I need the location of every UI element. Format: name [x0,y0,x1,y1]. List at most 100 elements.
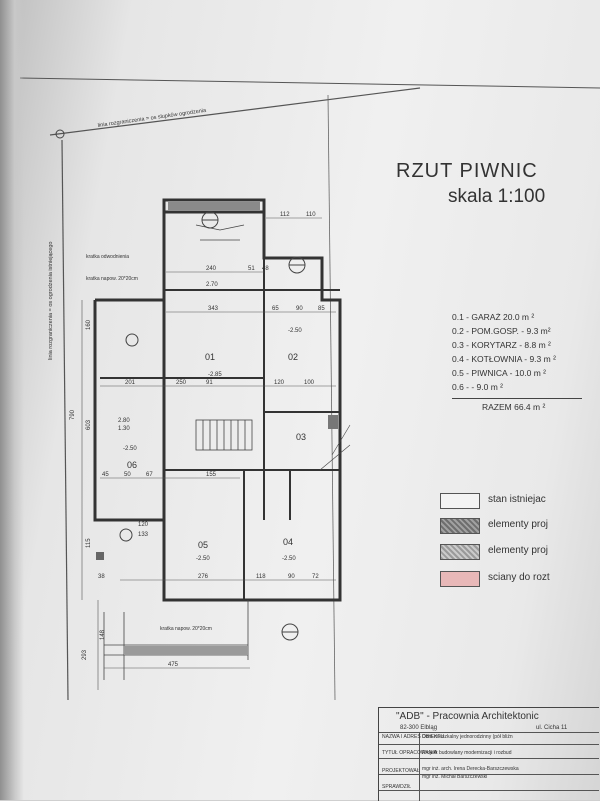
room-06-level: -2.50 [123,446,137,452]
room-05-label: 05 [198,540,208,550]
title-block-row-label: NAZWA I ADRES OBIEKTU [382,734,445,740]
legend-label: stan istniejac [488,494,546,505]
stairs [195,224,253,451]
dim-row5-2: 90 [288,574,295,580]
dim-left-2: 160 [86,319,92,330]
dimension-texts-vertical: 790 603 160 115 148 293 [70,319,106,660]
dim-row5-1: 118 [256,574,266,580]
dim-misc-2: 2.80 [118,418,130,424]
title-block [378,707,599,801]
title-block-divider [379,732,599,733]
note-grate-bottom: kratka napow. 20*20cm [160,626,212,632]
boundary-line-top [19,77,600,89]
dim-row4-3: 155 [206,472,217,478]
dim-bottom-0: 475 [168,662,179,668]
title-block-value: mgr inż. arch. Irena Derecka-Barszczewsk… [422,766,519,772]
dim-row5-0: 276 [198,574,209,580]
legend-label: elementy proj [488,519,549,530]
dim-row2-3: 85 [318,306,325,312]
title-block-divider [379,744,599,745]
room-02-label: 02 [288,352,298,362]
boundary-line-fence [49,87,421,136]
dim-row3-4: 100 [304,380,315,386]
dim-top-0: 112 [280,212,290,218]
dim-misc-0: 2.70 [206,282,218,288]
schedule-item: 0.6 - - 9.0 m ² [452,382,504,392]
schedule-item: 0.2 - POM.GOSP. - 9.3 m² [452,326,551,336]
dim-left-1: 603 [86,419,92,430]
dim-row4-1: 50 [124,472,131,478]
axis-line-right [327,94,336,701]
room-02-level: -2.50 [288,328,302,334]
dim-misc-4: 133 [138,532,149,538]
room-01-label: 01 [205,352,215,362]
leader-line [331,424,351,456]
dim-row3-0: 201 [125,380,136,386]
title-block-value: mgr inż. Michał Barszczewski [422,774,488,780]
dim-row4-0: 45 [102,472,109,478]
legend-swatch-existing [440,493,480,509]
schedule-total: RAZEM 66.4 m ² [482,402,546,412]
dim-row2-2: 90 [296,306,303,312]
boundary-label-top: linia rozgraniczenia = os slupków ogrodz… [97,108,207,129]
title-block-value: Projekt budowlany modernizacji i rozbud [422,750,512,756]
dim-left-3: 115 [86,538,92,548]
dim-misc-5: 38 [98,574,105,580]
room-01-level: -2.85 [208,372,222,378]
room-06-label: 06 [127,460,137,470]
title-block-row-label: SPRAWDZIŁ [382,784,411,790]
schedule-rule [452,398,582,399]
firm-name: "ADB" - Pracownia Architektonic [396,711,539,722]
dim-row1-0: 240 [206,266,217,272]
schedule-item: 0.4 - KOTŁOWNIA - 9.3 m ² [452,354,556,364]
schedule-item: 0.1 - GARAŻ 20.0 m ² [452,312,535,322]
room-04-label: 04 [283,537,293,547]
dim-row5-3: 72 [312,574,319,580]
title-block-value: Dom mieszkalny jednorodzinny (pół bliźn [422,734,513,740]
title-block-divider [379,774,599,775]
title-block-row-label: TYTUŁ OPRACOWANIA [382,750,438,756]
plan-scale: skala 1:100 [448,186,546,207]
note-drain: kratka odwodnienia [86,254,129,260]
legend-swatch-new-light [440,544,480,560]
dimension-lines [81,217,336,690]
hatched-strip-bottom [124,646,248,655]
note-grate-left: kratka napow. 20*20cm [86,276,138,282]
walls [93,198,342,602]
dim-left-5: 293 [82,649,88,660]
firm-street: ul. Cicha 11 [536,725,568,731]
legend-label: sciany do rozt [488,572,550,583]
dim-misc-3: 120 [138,522,149,528]
schedule-item: 0.5 - PIWNICA - 10.0 m ² [452,368,546,378]
dim-row1-1: 51 [248,266,255,272]
dim-left-0: 790 [70,409,76,420]
legend-swatch-demolish [440,571,480,587]
title-block-divider [379,790,599,791]
dim-row2-1: 65 [272,306,279,312]
dim-left-4: 148 [100,629,106,640]
dim-misc-1: 1.30 [118,426,130,432]
room-03-label: 03 [296,432,306,442]
dim-row3-2: 91 [206,380,213,386]
schedule-item: 0.3 - KORYTARZ - 8.8 m ² [452,340,551,350]
boundary-line-left [61,139,69,701]
room-04-level: -2.50 [282,556,296,562]
dim-top-1: 110 [306,212,316,218]
dimension-texts: 112 110 240 51 48 343 65 90 85 201 250 9… [98,212,325,668]
plan-title: RZUT PIWNIC [396,160,538,182]
hatched-wall [168,202,260,210]
leader-line-2 [319,444,351,471]
dim-row1-2: 48 [262,266,269,272]
dim-row3-3: 120 [274,380,285,386]
title-block-col [419,732,420,801]
boundary-label-left: linia rozgraniczenia = os ogrodzenia ist… [48,242,54,360]
dim-row2-0: 343 [208,306,219,312]
title-block-divider [379,758,599,759]
dim-row3-1: 250 [176,380,187,386]
legend-swatch-new-dark [440,518,480,534]
room-05-level: -2.50 [196,556,210,562]
dim-row4-2: 67 [146,472,153,478]
chimney-hatch [328,415,338,429]
